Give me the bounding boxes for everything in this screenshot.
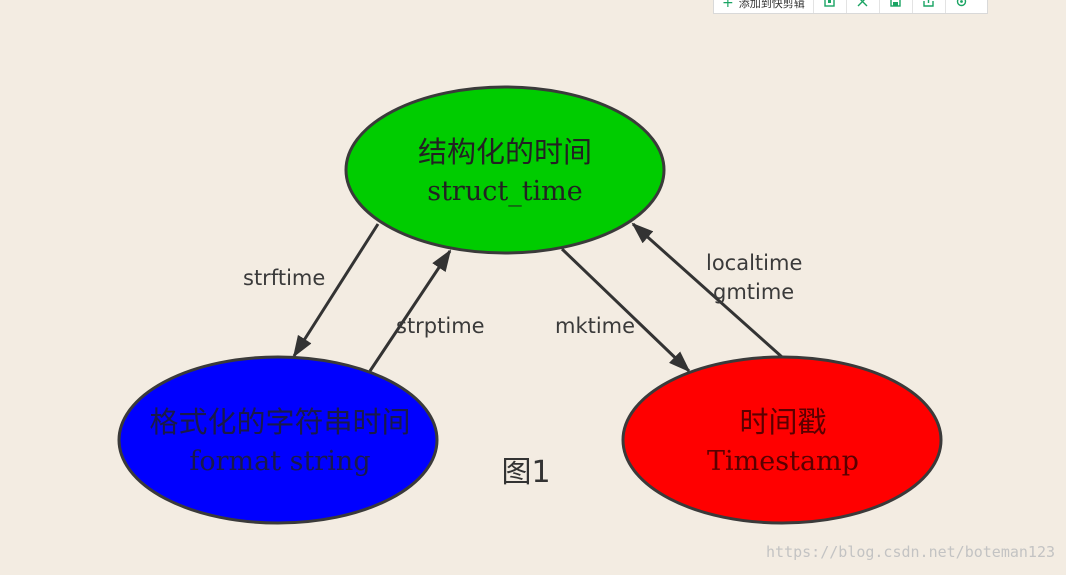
save-icon	[889, 0, 902, 11]
plus-icon: +	[722, 0, 734, 11]
node-timestamp: 时间戳 Timestamp	[621, 355, 943, 525]
node-struct-time: 结构化的时间 struct_time	[344, 85, 666, 255]
save-button[interactable]	[880, 0, 913, 13]
edge-strftime	[292, 223, 380, 358]
edge-label-mktime: mktime	[555, 314, 635, 338]
node-timestamp-ellipse	[621, 355, 943, 525]
share-button[interactable]	[913, 0, 946, 13]
settings-button[interactable]	[946, 0, 978, 13]
add-to-clip-label: 添加到快剪辑	[738, 0, 805, 10]
copy-button[interactable]	[814, 0, 847, 13]
edge-strptime	[368, 249, 452, 372]
watermark: https://blog.csdn.net/boteman123	[766, 543, 1055, 561]
edge-label-strftime: strftime	[243, 266, 325, 290]
figure-caption: 图1	[501, 455, 550, 490]
clip-toolbar: + 添加到快剪辑	[713, 0, 988, 14]
node-format-string: 格式化的字符串时间 format string	[117, 355, 439, 525]
edge-localtime	[631, 222, 783, 359]
node-format-subtitle: format string	[189, 446, 370, 477]
edge-label-gmtime: gmtime	[713, 280, 794, 304]
add-to-clip-button[interactable]: + 添加到快剪辑	[714, 0, 814, 13]
edge-label-strptime: strptime	[396, 314, 485, 338]
node-format-title: 格式化的字符串时间	[149, 405, 410, 439]
node-timestamp-title: 时间戳	[739, 405, 826, 439]
node-timestamp-subtitle: Timestamp	[707, 446, 859, 477]
expand-button[interactable]	[847, 0, 880, 13]
expand-icon	[856, 0, 869, 11]
node-struct-subtitle: struct_time	[427, 176, 583, 207]
copy-icon	[823, 0, 836, 11]
node-struct-ellipse	[344, 85, 666, 255]
share-icon	[922, 0, 935, 11]
edge-label-localtime: localtime	[706, 251, 802, 275]
node-struct-title: 结构化的时间	[418, 135, 592, 169]
edge-mktime	[560, 247, 691, 373]
settings-icon	[955, 0, 968, 11]
node-format-ellipse	[117, 355, 439, 525]
